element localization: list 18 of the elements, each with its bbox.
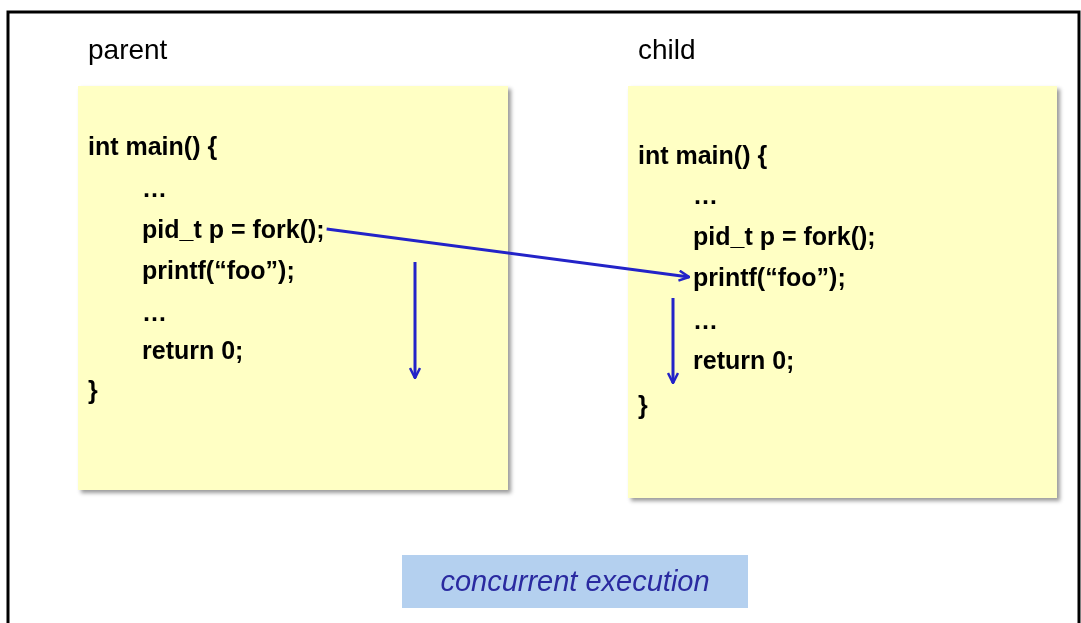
- code-line: printf(“foo”);: [142, 254, 295, 286]
- code-line: pid_t p = fork();: [142, 213, 325, 245]
- code-line: pid_t p = fork();: [693, 220, 876, 252]
- code-line: …: [142, 296, 167, 328]
- panel-heading: child: [638, 34, 696, 66]
- code-line: …: [142, 172, 167, 204]
- panel-heading: parent: [88, 34, 168, 66]
- code-line: return 0;: [693, 344, 795, 376]
- code-line: }: [638, 389, 648, 421]
- code-line: …: [693, 179, 718, 211]
- code-line: return 0;: [142, 334, 244, 366]
- code-line: …: [693, 304, 718, 336]
- arrow: [326, 227, 691, 282]
- caption-box: concurrent execution: [402, 555, 748, 608]
- code-line: int main() {: [638, 139, 768, 171]
- code-line: int main() {: [88, 130, 218, 162]
- code-line: printf(“foo”);: [693, 261, 846, 293]
- code-line: }: [88, 374, 98, 406]
